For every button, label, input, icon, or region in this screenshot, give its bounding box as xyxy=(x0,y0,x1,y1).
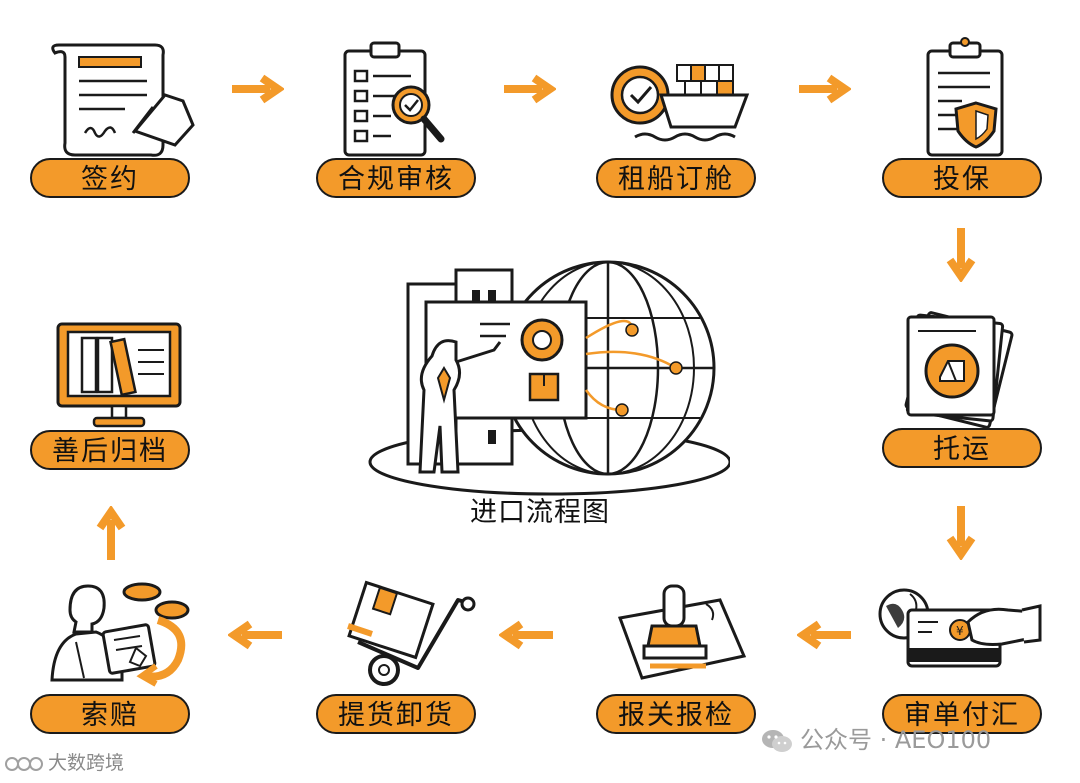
step-label-5: 托运 xyxy=(882,428,1042,468)
import-flow-center-illustration xyxy=(368,260,730,496)
step-label-6: 审单付汇 xyxy=(882,694,1042,734)
arrow-up-icon xyxy=(96,506,126,560)
step-label-4: 投保 xyxy=(882,158,1042,198)
contract-signing-icon xyxy=(51,43,195,157)
arrow-left-icon xyxy=(228,620,282,650)
step-label-2: 合规审核 xyxy=(316,158,476,198)
step-label-1: 签约 xyxy=(30,158,190,198)
step-label-9: 索赔 xyxy=(30,694,190,734)
step-label-8: 提货卸货 xyxy=(316,694,476,734)
hand-truck-box-icon xyxy=(347,580,476,686)
arrow-right-icon xyxy=(504,74,556,104)
shipping-documents-icon xyxy=(904,311,1014,429)
arrow-down-icon xyxy=(946,228,976,282)
payment-card-globe-icon: ¥ xyxy=(878,588,1042,668)
archive-monitor-icon xyxy=(56,322,182,428)
step-label-10: 善后归档 xyxy=(30,430,190,470)
watermark-right: 公众号 · AEO100 xyxy=(760,722,991,758)
arrow-right-icon xyxy=(799,74,851,104)
center-title: 进口流程图 xyxy=(470,497,610,528)
customs-stamp-icon xyxy=(617,584,747,680)
arrow-left-icon xyxy=(797,620,851,650)
arrow-left-icon xyxy=(499,620,553,650)
logo-mark-icon xyxy=(5,756,43,771)
step-label-7: 报关报检 xyxy=(596,694,756,734)
wechat-icon xyxy=(762,730,792,752)
watermark-right-text: 公众号 · AEO100 xyxy=(800,726,992,754)
ship-check-icon xyxy=(610,64,750,142)
watermark-left: 大数跨境 xyxy=(4,748,124,778)
step-label-3: 租船订舱 xyxy=(596,158,756,198)
checklist-magnifier-icon xyxy=(343,41,445,157)
arrow-down-icon xyxy=(946,506,976,560)
svg-text:¥: ¥ xyxy=(956,624,964,638)
arrow-right-icon xyxy=(232,74,284,104)
watermark-left-text: 大数跨境 xyxy=(48,752,125,774)
claim-person-coins-icon xyxy=(50,582,190,687)
insurance-shield-icon xyxy=(926,37,1004,157)
